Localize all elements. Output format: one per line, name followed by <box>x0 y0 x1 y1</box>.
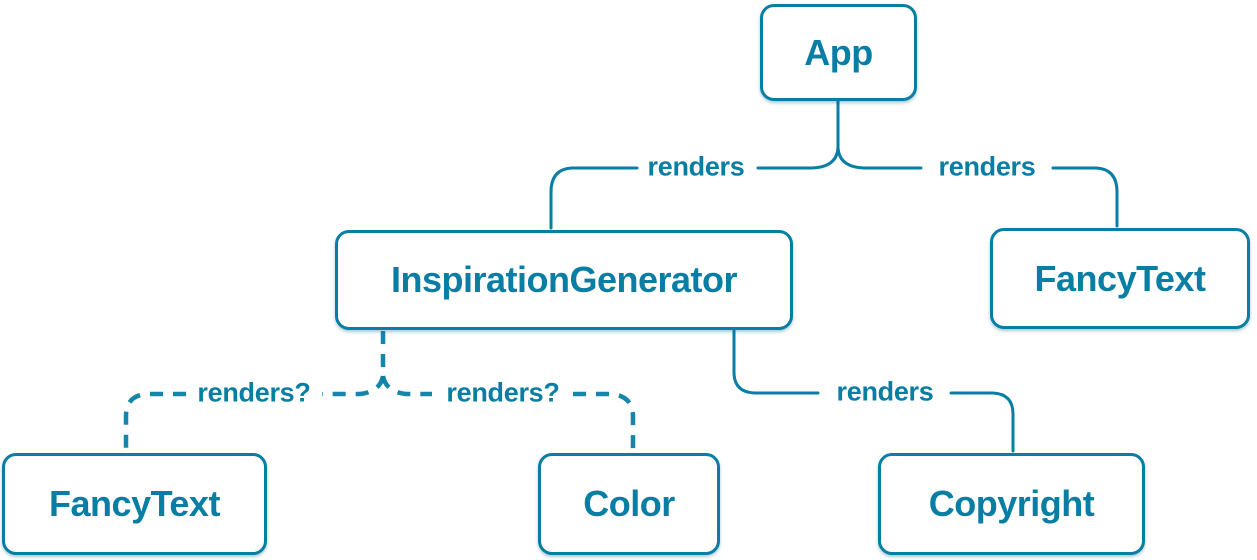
node-copyright: Copyright <box>878 453 1145 555</box>
node-fancy-text-bottom-label: FancyText <box>49 483 220 524</box>
node-fancy-text-top: FancyText <box>990 228 1250 329</box>
node-app: App <box>760 4 917 101</box>
node-inspiration-generator: InspirationGenerator <box>335 230 793 330</box>
edge-label-renders-color-conditional: renders? <box>446 377 560 408</box>
node-fancy-text-top-label: FancyText <box>1034 257 1206 299</box>
node-fancy-text-bottom: FancyText <box>2 453 267 555</box>
edge-label-renders-inspirationgenerator-copyright: renders <box>836 376 934 407</box>
node-color: Color <box>538 453 720 555</box>
node-app-label: App <box>804 31 873 73</box>
edge-label-renders-app-inspirationgenerator: renders <box>647 151 745 182</box>
edge-inspirationgenerator-color-dashed <box>380 375 636 451</box>
node-color-label: Color <box>583 483 675 524</box>
edge-label-renders-fancytext-conditional: renders? <box>197 377 311 408</box>
edge-app-fancytext <box>836 99 1119 228</box>
edge-label-renders-app-fancytext: renders <box>938 151 1036 182</box>
edge-inspirationgenerator-copyright <box>732 329 1015 453</box>
node-inspiration-generator-label: InspirationGenerator <box>390 259 738 300</box>
node-copyright-label: Copyright <box>928 483 1095 524</box>
